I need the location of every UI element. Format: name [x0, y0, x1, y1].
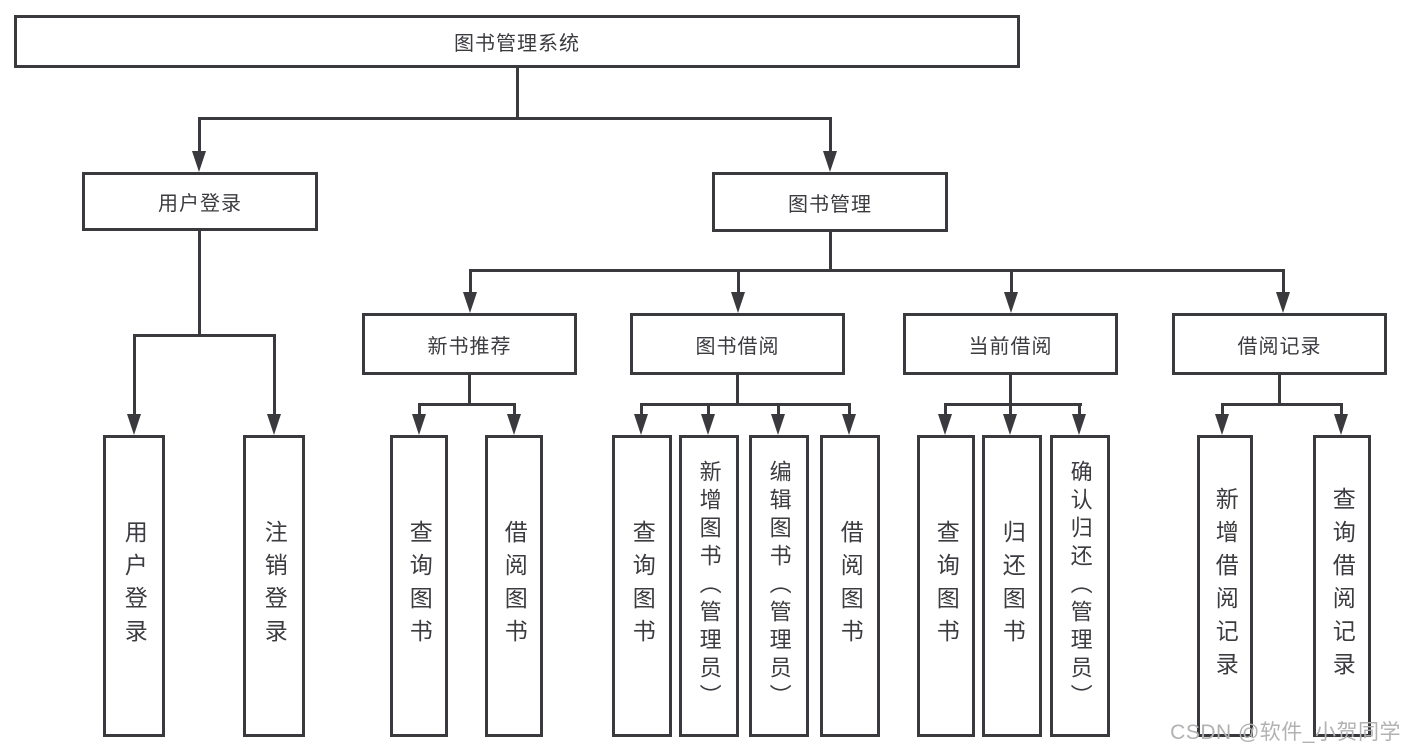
- leaf-borrow-books-recommend: 借阅图书: [485, 435, 543, 737]
- connector-line: [1340, 403, 1343, 416]
- arrow-down-icon: [463, 292, 477, 313]
- connector-line: [1009, 403, 1012, 416]
- connector-line: [1282, 269, 1285, 295]
- connector-line: [198, 117, 201, 155]
- arrow-down-icon: [731, 292, 745, 313]
- leaf-label: 归还图书: [999, 520, 1026, 652]
- arrow-down-icon: [771, 414, 785, 435]
- leaf-borrow-books: 借阅图书: [820, 435, 880, 737]
- node-user-login: 用户登录: [82, 172, 318, 231]
- leaf-label: 借阅图书: [837, 520, 864, 652]
- leaf-logout: 注销登录: [243, 435, 305, 737]
- connector-line: [707, 403, 710, 416]
- arrow-down-icon: [1003, 414, 1017, 435]
- leaf-label: 新增图书（管理员）: [696, 460, 722, 712]
- connector-line: [1009, 375, 1012, 406]
- arrow-down-icon: [507, 414, 521, 435]
- arrow-down-icon: [1215, 414, 1229, 435]
- connector-line: [1078, 403, 1081, 416]
- leaf-edit-book-admin: 编辑图书（管理员）: [749, 435, 809, 737]
- connector-line: [640, 403, 851, 406]
- connector-line: [737, 269, 740, 295]
- connector-line: [829, 232, 832, 272]
- connector-line: [273, 334, 276, 415]
- arrow-down-icon: [823, 151, 837, 172]
- arrow-down-icon: [842, 414, 856, 435]
- leaf-label: 查询图书: [629, 520, 656, 652]
- connector-line: [418, 403, 421, 416]
- node-new-book-recommend: 新书推荐: [362, 313, 577, 375]
- leaf-user-login: 用户登录: [103, 435, 165, 737]
- leaf-query-books-recommend: 查询图书: [390, 435, 448, 737]
- node-library-system: 图书管理系统: [14, 15, 1020, 68]
- node-book-management: 图书管理: [712, 172, 948, 232]
- connector-line: [418, 403, 516, 406]
- node-current-borrow: 当前借阅: [903, 313, 1118, 375]
- connector-line: [469, 269, 472, 295]
- connector-line: [198, 117, 832, 120]
- arrow-down-icon: [1072, 414, 1086, 435]
- connector-line: [944, 403, 947, 416]
- connector-line: [198, 231, 201, 337]
- connector-line: [829, 117, 832, 155]
- arrow-down-icon: [1334, 414, 1348, 435]
- leaf-label: 查询图书: [933, 520, 960, 652]
- leaf-add-book-admin: 新增图书（管理员）: [679, 435, 739, 737]
- connector-line: [736, 375, 739, 406]
- leaf-label: 确认归还（管理员）: [1067, 460, 1093, 712]
- leaf-label: 注销登录: [261, 520, 288, 652]
- connector-line: [1221, 403, 1343, 406]
- arrow-down-icon: [1276, 292, 1290, 313]
- arrow-down-icon: [412, 414, 426, 435]
- leaf-label: 用户登录: [121, 520, 148, 652]
- connector-line: [1221, 403, 1224, 416]
- connector-line: [1278, 375, 1281, 406]
- connector-line: [848, 403, 851, 416]
- connector-line: [469, 269, 1285, 272]
- node-borrow-records: 借阅记录: [1172, 313, 1387, 375]
- arrow-down-icon: [267, 414, 281, 435]
- leaf-add-borrow-record: 新增借阅记录: [1197, 435, 1253, 737]
- connector-line: [468, 375, 471, 406]
- arrow-down-icon: [701, 414, 715, 435]
- connector-line: [133, 334, 276, 337]
- leaf-query-books-borrow: 查询图书: [612, 435, 672, 737]
- connector-line: [513, 403, 516, 416]
- connector-line: [1010, 269, 1013, 295]
- connector-line: [516, 68, 519, 118]
- arrow-down-icon: [1004, 292, 1018, 313]
- node-book-borrow: 图书借阅: [630, 313, 845, 375]
- leaf-label: 编辑图书（管理员）: [766, 460, 792, 712]
- connector-line: [777, 403, 780, 416]
- connector-line: [944, 403, 1082, 406]
- leaf-return-book: 归还图书: [982, 435, 1042, 737]
- connector-line: [133, 334, 136, 415]
- leaf-confirm-return-admin: 确认归还（管理员）: [1050, 435, 1110, 737]
- leaf-label: 查询图书: [406, 520, 433, 652]
- leaf-query-books-current: 查询图书: [917, 435, 975, 737]
- arrow-down-icon: [127, 414, 141, 435]
- leaf-label: 新增借阅记录: [1212, 487, 1239, 685]
- leaf-label: 查询借阅记录: [1329, 487, 1356, 685]
- connector-line: [640, 403, 643, 416]
- leaf-label: 借阅图书: [501, 520, 528, 652]
- leaf-query-borrow-record: 查询借阅记录: [1313, 435, 1371, 737]
- arrow-down-icon: [634, 414, 648, 435]
- watermark: CSDN @软件_小贺同学: [1170, 721, 1401, 744]
- arrow-down-icon: [938, 414, 952, 435]
- arrow-down-icon: [192, 151, 206, 172]
